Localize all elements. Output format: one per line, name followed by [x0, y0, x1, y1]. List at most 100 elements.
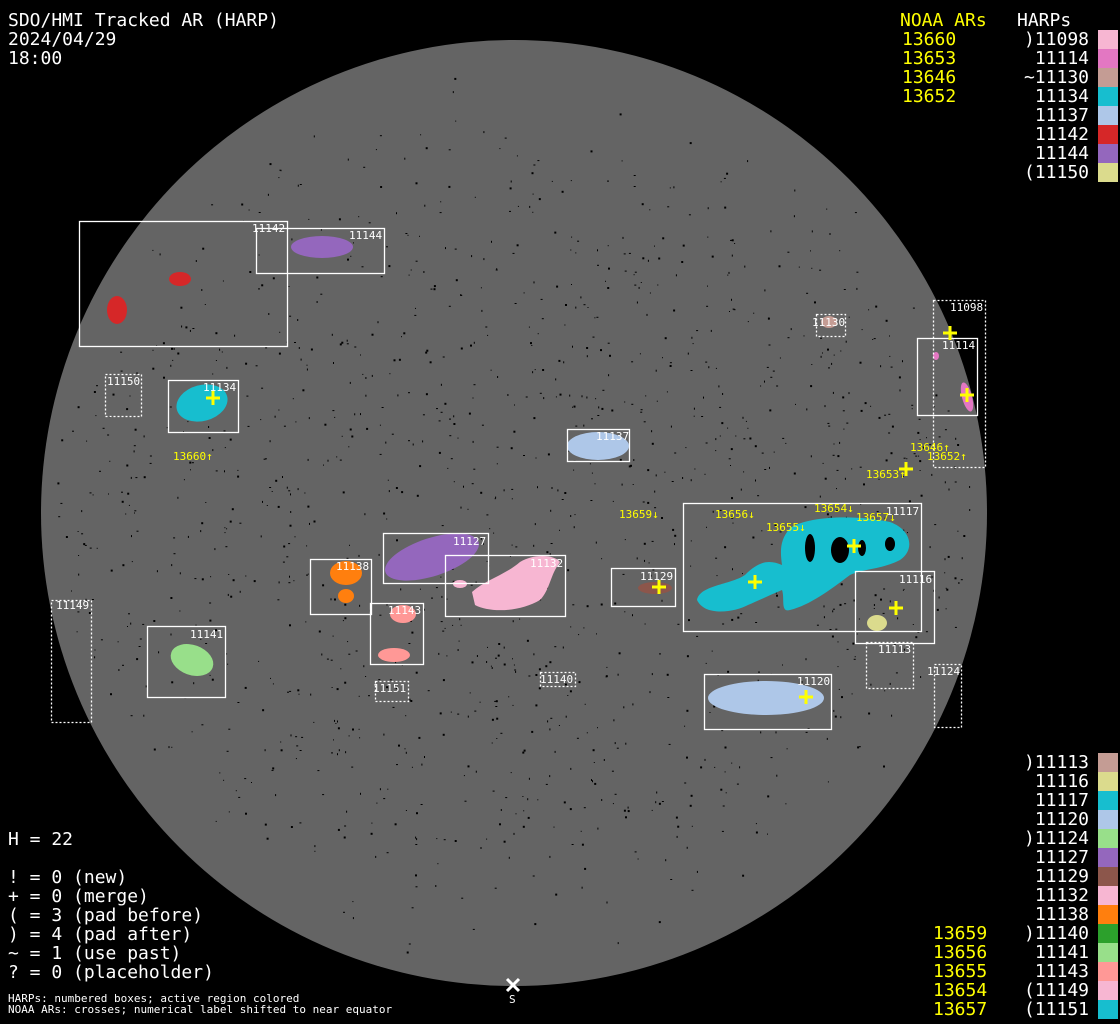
- speckle: [842, 396, 845, 399]
- speckle: [665, 859, 667, 862]
- speckle: [365, 377, 367, 379]
- speckle: [742, 573, 743, 575]
- speckle: [547, 453, 550, 456]
- noaa-label: 13652↑: [927, 450, 967, 463]
- speckle: [346, 810, 348, 813]
- speckle: [408, 392, 410, 394]
- speckle: [899, 389, 901, 392]
- speckle: [782, 664, 783, 666]
- speckle: [732, 522, 734, 524]
- speckle: [661, 599, 663, 602]
- speckle: [627, 810, 630, 813]
- speckle: [565, 304, 567, 306]
- speckle: [145, 685, 147, 688]
- speckle: [491, 667, 493, 669]
- speckle: [366, 427, 369, 430]
- speckle: [130, 715, 133, 717]
- speckle: [487, 334, 489, 336]
- speckle: [306, 545, 308, 547]
- speckle: [309, 522, 310, 525]
- speckle: [460, 506, 462, 509]
- speckle: [722, 623, 725, 625]
- speckle: [435, 587, 438, 589]
- noaa-cross-icon: [943, 326, 957, 340]
- speckle: [837, 666, 839, 668]
- harp-color-swatch: [1098, 125, 1118, 144]
- speckle: [275, 794, 277, 797]
- speckle: [353, 242, 354, 244]
- speckle: [128, 613, 130, 615]
- speckle: [271, 769, 274, 771]
- harp-box-outline: [854, 570, 936, 645]
- speckle: [126, 408, 129, 411]
- speckle: [612, 500, 614, 502]
- speckle: [860, 409, 863, 412]
- speckle: [86, 440, 88, 442]
- speckle: [662, 357, 663, 359]
- speckle: [676, 835, 678, 838]
- speckle: [358, 554, 360, 557]
- speckle: [294, 536, 296, 538]
- harp-box-11117: 11117: [682, 502, 923, 633]
- speckle: [689, 142, 692, 145]
- speckle: [889, 335, 890, 337]
- speckle: [129, 395, 131, 397]
- harp-box-outline: [444, 554, 567, 618]
- speckle: [330, 598, 332, 601]
- speckle: [472, 397, 474, 399]
- speckle: [922, 446, 924, 449]
- speckle: [361, 266, 364, 268]
- speckle: [831, 635, 834, 638]
- speckle: [747, 321, 749, 323]
- speckle: [394, 823, 397, 826]
- speckle: [749, 437, 752, 440]
- speckle: [245, 575, 247, 577]
- speckle: [316, 301, 318, 303]
- speckle: [330, 659, 333, 661]
- speckle: [670, 879, 673, 880]
- speckle: [497, 654, 500, 657]
- speckle: [656, 791, 658, 794]
- speckle: [472, 440, 474, 443]
- harp-box-11132: 11132: [444, 554, 567, 618]
- speckle: [531, 730, 534, 733]
- region-11142-a: [107, 296, 127, 324]
- speckle: [389, 373, 391, 375]
- harp-legend-label: )11098: [1024, 29, 1089, 50]
- region-11132: [472, 555, 560, 611]
- speckle: [461, 897, 464, 899]
- speckle: [347, 258, 349, 261]
- speckle: [398, 358, 401, 361]
- speckle: [496, 738, 498, 739]
- speckle: [864, 402, 867, 405]
- speckle: [211, 678, 214, 681]
- speckle: [383, 733, 385, 736]
- speckle: [806, 408, 808, 411]
- speckle: [121, 500, 124, 503]
- speckle: [446, 655, 448, 657]
- harp-box-11137: 11137: [566, 428, 631, 463]
- speckle: [963, 535, 966, 537]
- speckle: [195, 624, 197, 626]
- speckle: [631, 403, 634, 405]
- speckle: [503, 489, 505, 492]
- speckle: [596, 316, 599, 318]
- speckle: [705, 361, 708, 363]
- speckle: [278, 409, 280, 411]
- speckle: [503, 646, 505, 649]
- speckle: [481, 309, 483, 312]
- speckle: [94, 656, 96, 659]
- speckle: [903, 648, 905, 651]
- speckle: [348, 653, 351, 655]
- speckle: [750, 512, 752, 514]
- speckle: [634, 271, 637, 273]
- speckle: [644, 559, 645, 562]
- speckle: [279, 331, 281, 333]
- speckle: [919, 470, 921, 471]
- speckle: [823, 605, 825, 608]
- speckle: [209, 619, 212, 622]
- speckle: [870, 405, 872, 407]
- speckle: [500, 732, 503, 734]
- speckle: [790, 328, 792, 331]
- speckle: [767, 317, 770, 320]
